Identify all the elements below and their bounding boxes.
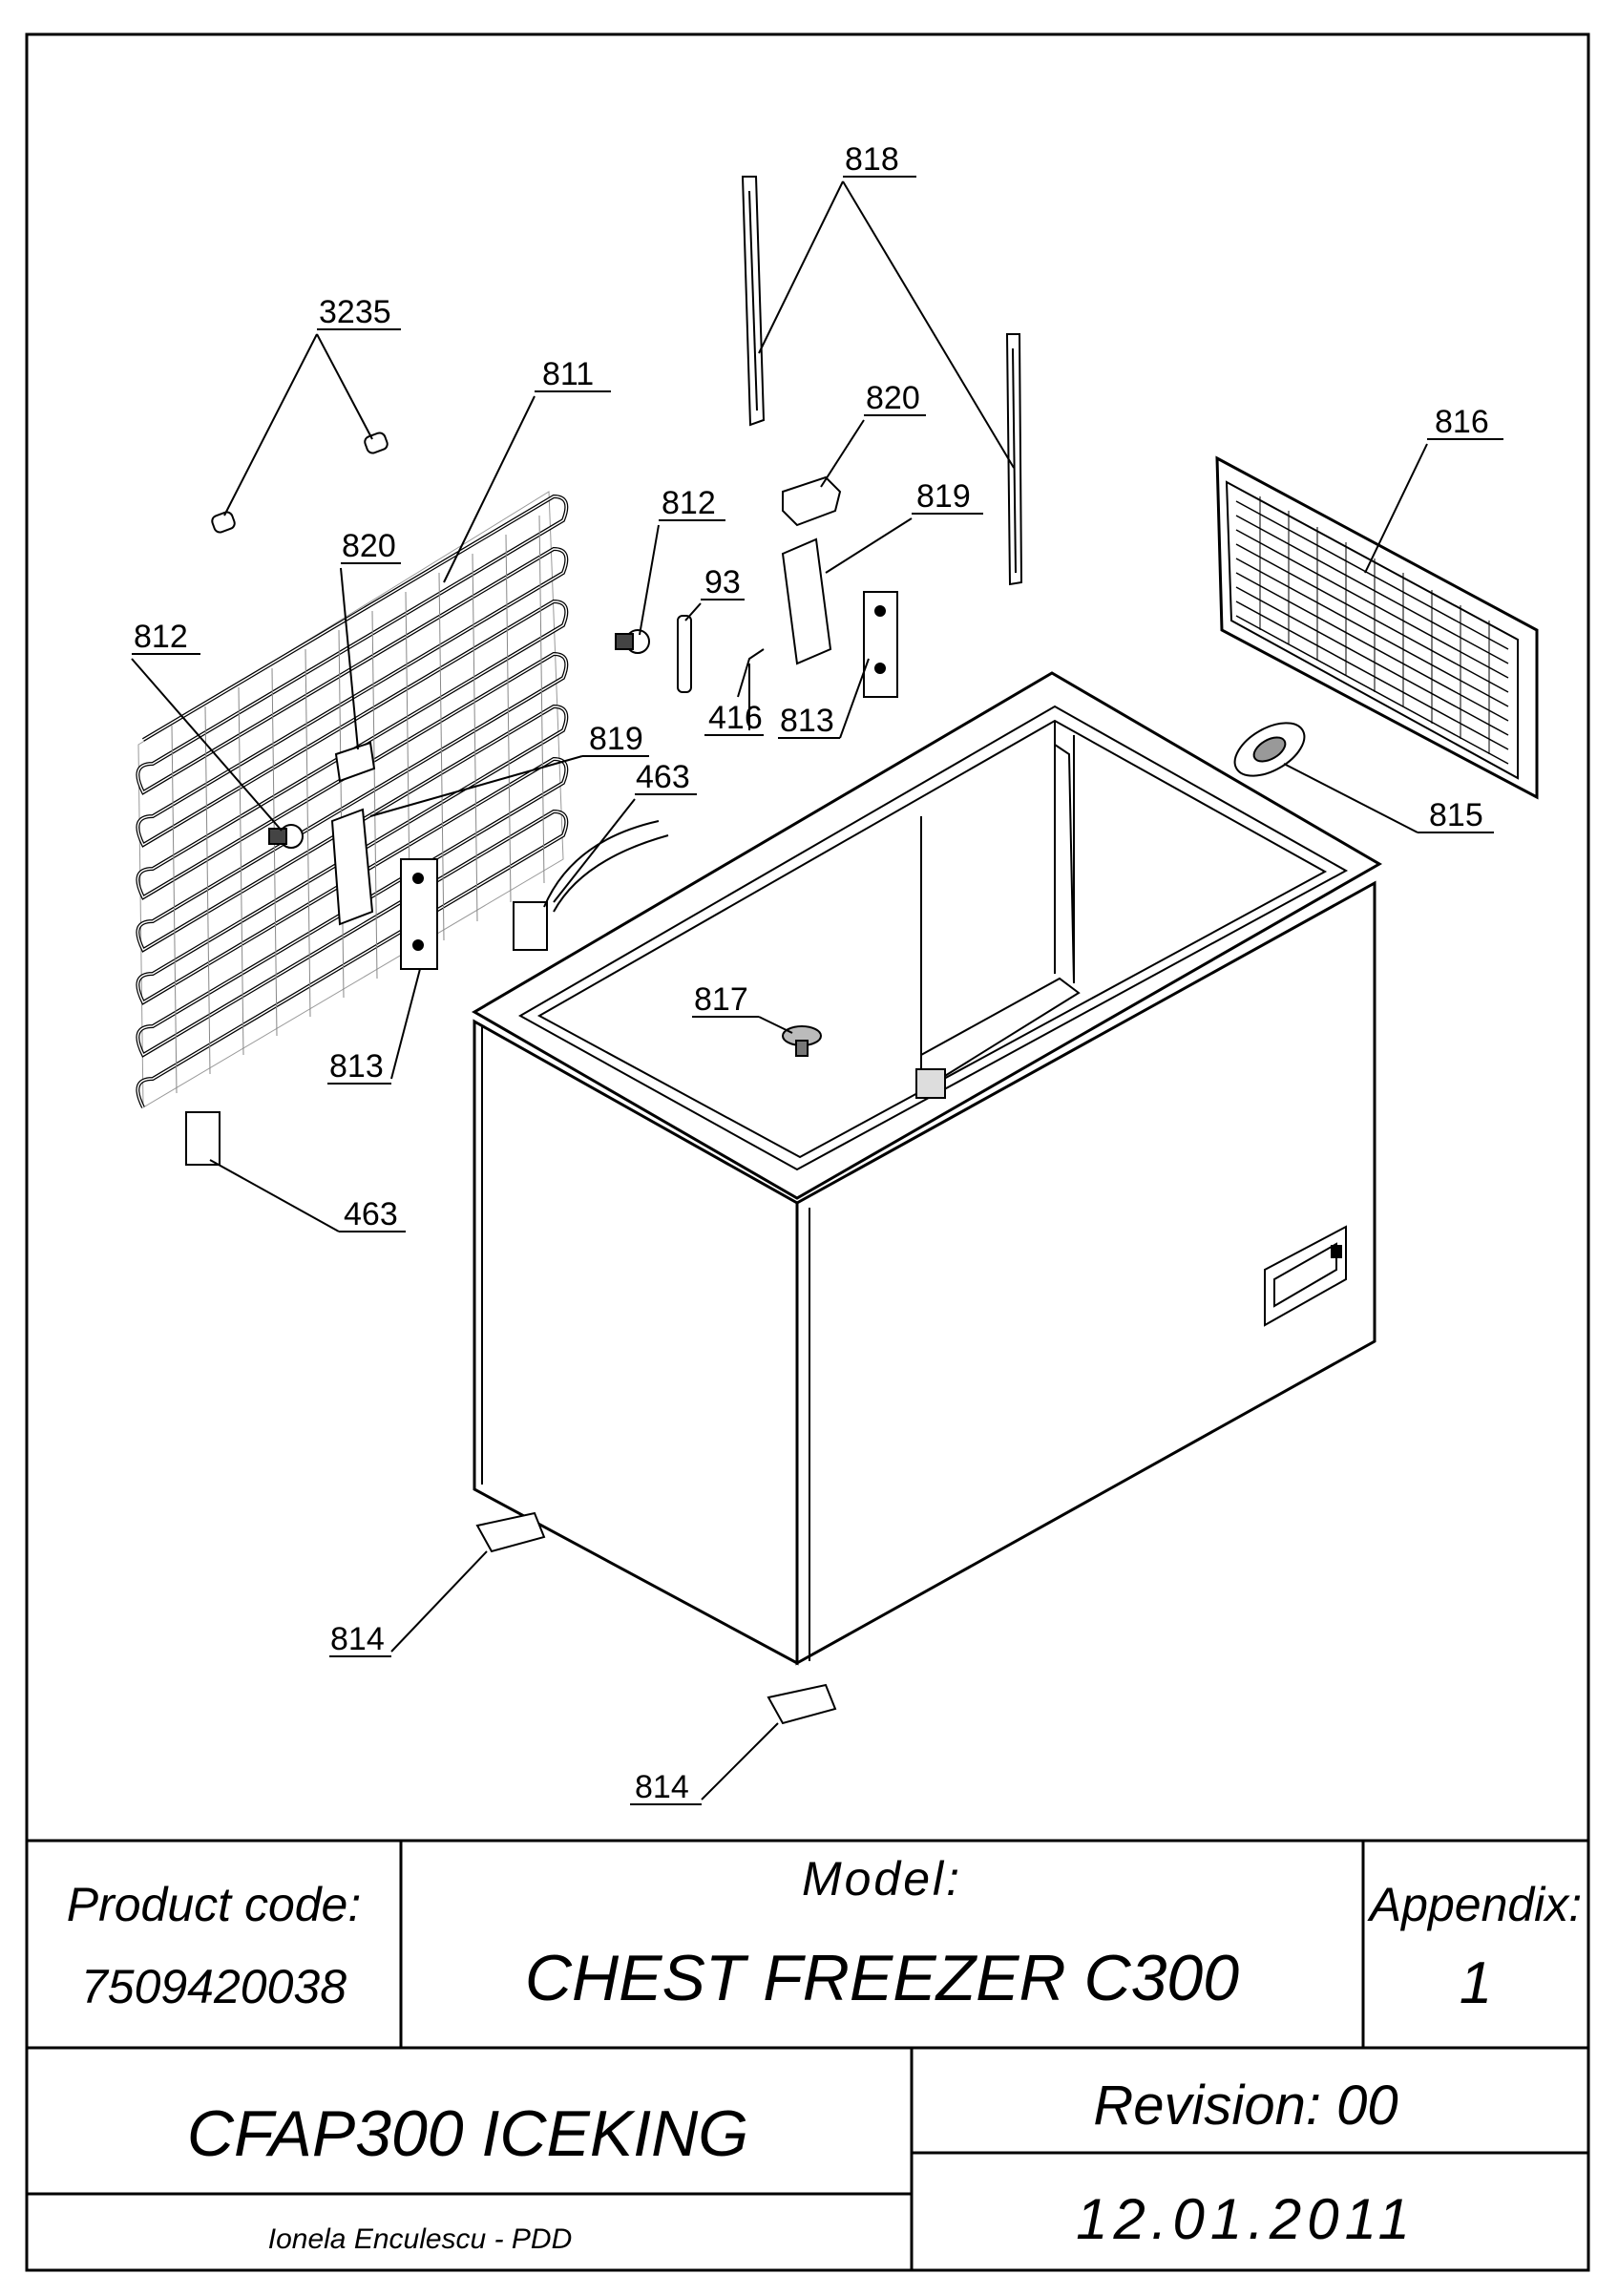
title-block (27, 1839, 1588, 2270)
label-818: 818 (845, 141, 899, 178)
label-819-top: 819 (916, 478, 971, 515)
author-name: Ionela Enculescu - PDD (268, 2223, 573, 2255)
label-819-left: 819 (589, 721, 643, 757)
label-817: 817 (694, 981, 748, 1018)
freezer-body (472, 671, 1382, 1666)
small-parts (185, 176, 1306, 1725)
label-811: 811 (542, 356, 594, 392)
sheet-border (25, 32, 1590, 2272)
revision: Revision: 00 (1093, 2075, 1397, 2137)
product-code-value: 7509420038 (81, 1960, 347, 2013)
label-814-left: 814 (330, 1621, 385, 1657)
label-815: 815 (1429, 797, 1483, 833)
model-label: Model: (802, 1852, 962, 1906)
variant-name: CFAP300 ICEKING (187, 2097, 748, 2170)
appendix-label: Appendix: (1367, 1878, 1582, 1931)
label-463-top: 463 (636, 759, 690, 795)
title-block-text: Product code: 7509420038 Model: CHEST FR… (67, 1852, 1582, 2255)
product-code-label: Product code: (67, 1878, 362, 1931)
callout-labels: 818 3235 811 820 816 812 819 93 416 813 … (134, 141, 1489, 1805)
label-820-left: 820 (342, 528, 396, 564)
label-814-right: 814 (635, 1769, 689, 1805)
label-813-top: 813 (780, 703, 834, 739)
appendix-value: 1 (1460, 1950, 1492, 2016)
label-93: 93 (704, 564, 741, 600)
condenser-coil (136, 491, 569, 1108)
rear-grille (1215, 455, 1539, 800)
label-816: 816 (1435, 404, 1489, 440)
callout-leaders (131, 176, 1503, 1805)
label-416: 416 (708, 700, 763, 736)
label-812-left: 812 (134, 619, 188, 655)
label-463-bottom: 463 (344, 1196, 398, 1232)
label-820-top: 820 (866, 380, 920, 416)
label-3235: 3235 (319, 294, 391, 330)
model-value: CHEST FREEZER C300 (525, 1942, 1239, 2014)
label-812-top: 812 (662, 485, 716, 521)
label-813-left: 813 (329, 1048, 384, 1085)
date: 12.01.2011 (1076, 2187, 1416, 2251)
